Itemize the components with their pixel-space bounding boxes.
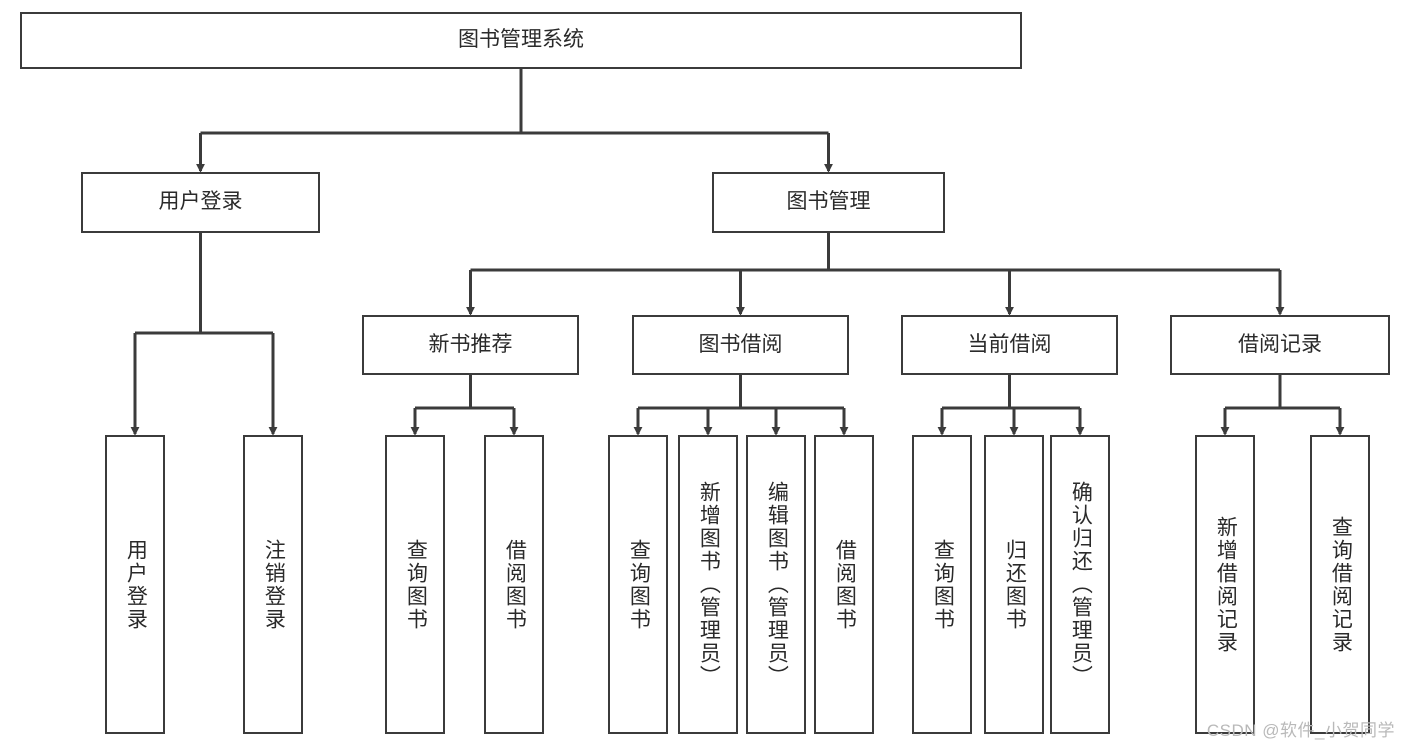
- node-label-leaf-user-logout: 注销登录: [262, 538, 286, 631]
- node-label-leaf-cb-confirm: 确认归还（管理员）: [1069, 481, 1093, 688]
- node-label-user-login: 用户登录: [158, 190, 243, 214]
- node-book-borrow[interactable]: 图书借阅: [632, 315, 849, 375]
- node-leaf-cb-return[interactable]: 归还图书: [984, 435, 1044, 734]
- node-user-login[interactable]: 用户登录: [81, 172, 320, 233]
- node-label-leaf-rec-query: 查询图书: [404, 538, 428, 631]
- node-leaf-bb-add[interactable]: 新增图书（管理员）: [678, 435, 738, 734]
- node-leaf-rec-borrow[interactable]: 借阅图书: [484, 435, 544, 734]
- node-label-borrow-record: 借阅记录: [1238, 332, 1322, 356]
- node-new-book-rec[interactable]: 新书推荐: [362, 315, 579, 375]
- node-label-leaf-bb-query: 查询图书: [627, 538, 651, 631]
- node-label-leaf-user-login: 用户登录: [124, 538, 148, 631]
- node-label-book-borrow: 图书借阅: [698, 332, 783, 356]
- node-leaf-bb-edit[interactable]: 编辑图书（管理员）: [746, 435, 806, 734]
- node-leaf-rec-query[interactable]: 查询图书: [385, 435, 445, 734]
- node-label-current-borrow: 当前借阅: [967, 332, 1052, 356]
- node-leaf-bb-borrow[interactable]: 借阅图书: [814, 435, 874, 734]
- node-label-root: 图书管理系统: [458, 28, 584, 52]
- node-label-leaf-cb-return: 归还图书: [1003, 538, 1027, 631]
- node-leaf-bb-query[interactable]: 查询图书: [608, 435, 668, 734]
- node-leaf-user-logout[interactable]: 注销登录: [243, 435, 303, 734]
- node-label-leaf-rec-borrow: 借阅图书: [503, 538, 527, 631]
- node-label-leaf-bb-edit: 编辑图书（管理员）: [765, 481, 789, 688]
- node-leaf-br-query[interactable]: 查询借阅记录: [1310, 435, 1370, 734]
- node-borrow-record[interactable]: 借阅记录: [1170, 315, 1390, 375]
- node-label-leaf-br-add: 新增借阅记录: [1214, 515, 1238, 654]
- node-root[interactable]: 图书管理系统: [20, 12, 1022, 69]
- node-leaf-br-add[interactable]: 新增借阅记录: [1195, 435, 1255, 734]
- node-book-manage[interactable]: 图书管理: [712, 172, 945, 233]
- node-label-leaf-br-query: 查询借阅记录: [1329, 515, 1353, 654]
- node-label-leaf-cb-query: 查询图书: [931, 538, 955, 631]
- node-label-new-book-rec: 新书推荐: [428, 332, 513, 356]
- node-label-leaf-bb-add: 新增图书（管理员）: [697, 481, 721, 688]
- node-leaf-cb-query[interactable]: 查询图书: [912, 435, 972, 734]
- node-leaf-user-login[interactable]: 用户登录: [105, 435, 165, 734]
- node-leaf-cb-confirm[interactable]: 确认归还（管理员）: [1050, 435, 1110, 734]
- node-label-book-manage: 图书管理: [786, 190, 871, 214]
- node-current-borrow[interactable]: 当前借阅: [901, 315, 1118, 375]
- node-label-leaf-bb-borrow: 借阅图书: [833, 538, 857, 631]
